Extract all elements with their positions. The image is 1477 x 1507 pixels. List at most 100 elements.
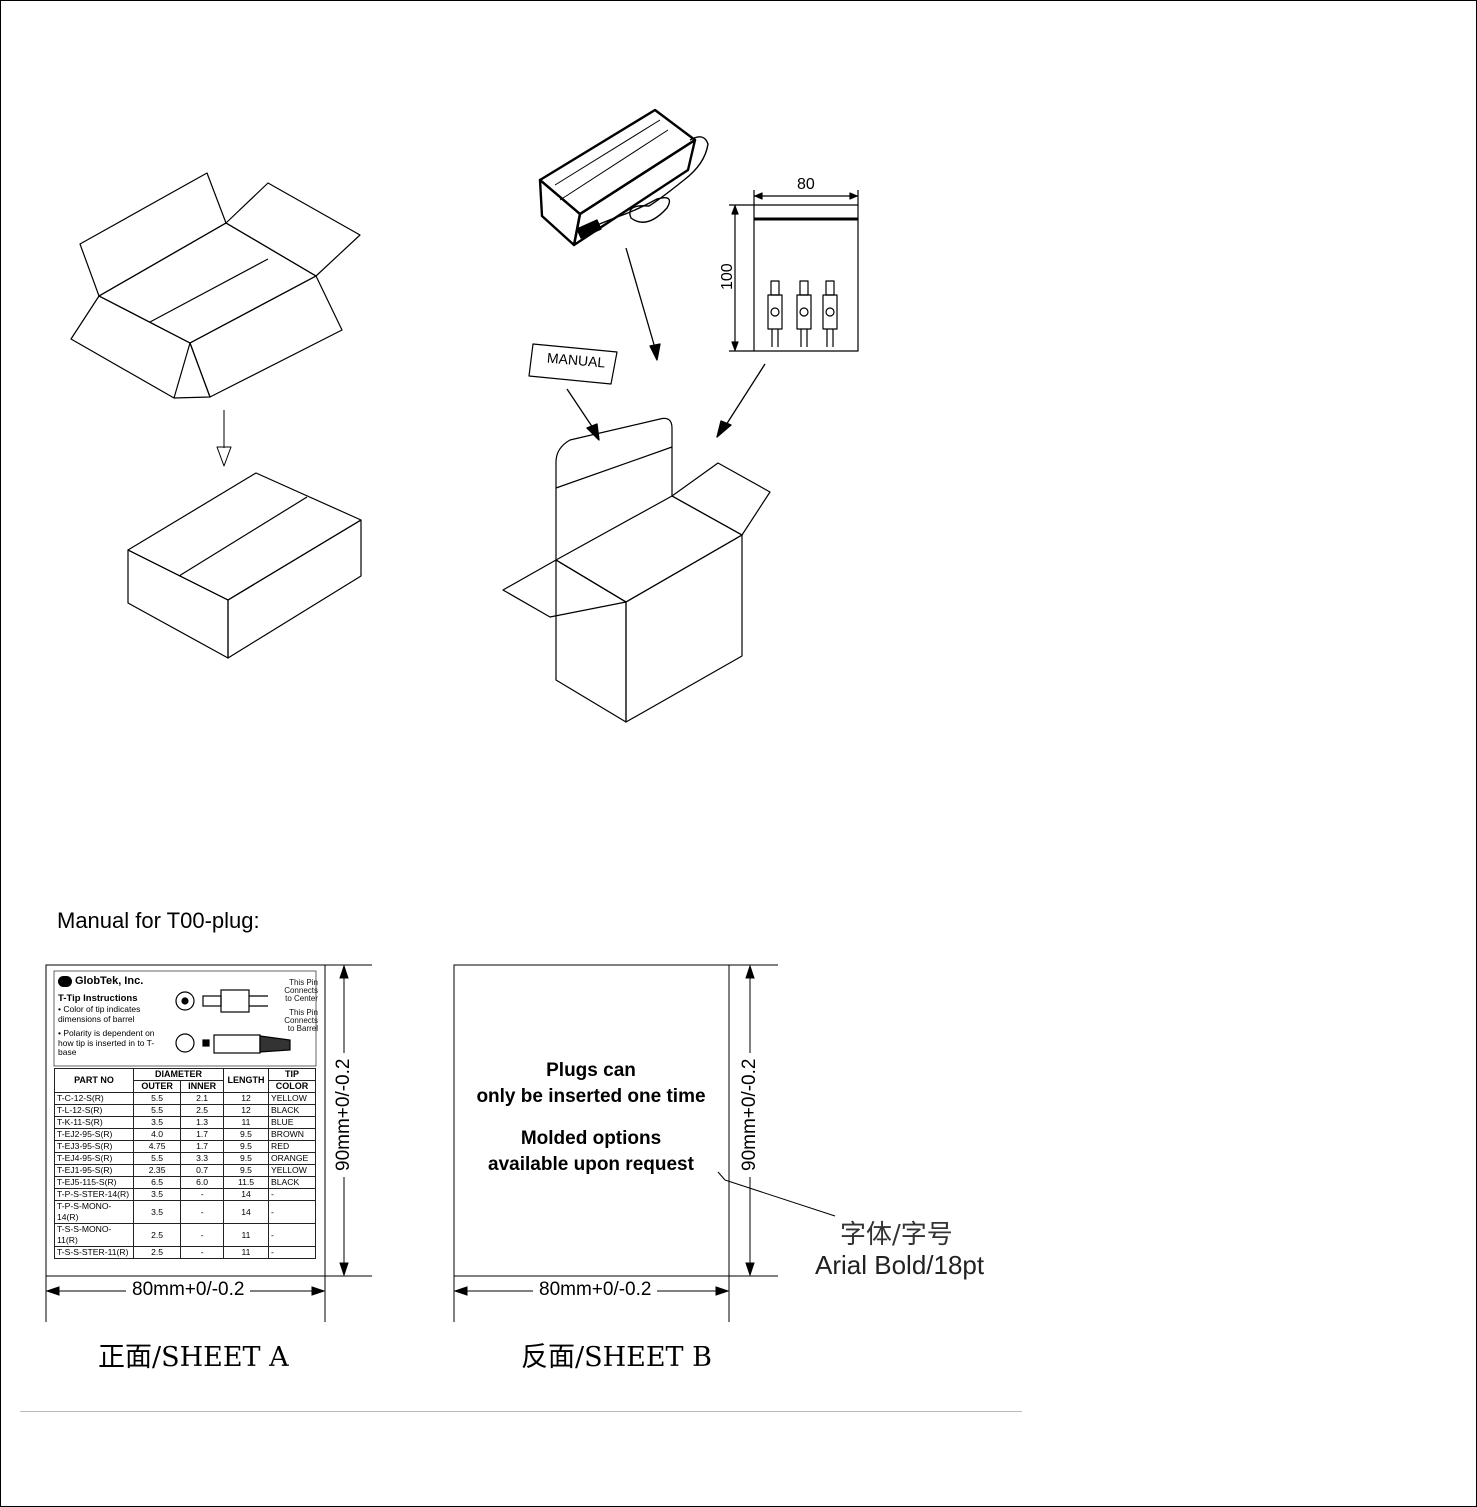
- sheet-b-line-4: available upon request: [488, 1154, 694, 1175]
- pin-barrel-note: This Pin Connects to Barrel: [284, 1008, 318, 1033]
- cell-outer: 3.5: [132, 1116, 182, 1129]
- sheet-a-width-dimension: 80mm+0/-0.2: [126, 1279, 251, 1301]
- cell-inner: 1.7: [180, 1140, 224, 1153]
- cell-length: 9.5: [223, 1140, 269, 1153]
- sheet-b-line-3: Molded options: [520, 1128, 662, 1149]
- cell-outer: 2.5: [132, 1246, 182, 1259]
- cell-part-no: T-EJ1-95-S(R): [54, 1164, 134, 1177]
- cell-color: YELLOW: [268, 1092, 316, 1105]
- t-tip-plug-1: [767, 280, 783, 347]
- power-adapter-drawing: [538, 108, 709, 247]
- pin-center-note: This Pin Connects to Center: [284, 978, 318, 1003]
- cell-outer: 6.5: [132, 1176, 182, 1189]
- manual-card-outline: [528, 343, 618, 385]
- cell-inner: 1.3: [180, 1116, 224, 1129]
- cell-length: 12: [223, 1104, 269, 1117]
- cell-length: 9.5: [223, 1152, 269, 1165]
- cell-color: -: [268, 1188, 316, 1201]
- down-arrow: [216, 410, 232, 467]
- cell-outer: 3.5: [132, 1200, 182, 1224]
- cell-part-no: T-S-S-STER-11(R): [54, 1246, 134, 1259]
- tip-table-grid: PART NO DIAMETER LENGTH TIP OUTER INNER …: [54, 1068, 316, 1259]
- col-outer: OUTER: [132, 1080, 182, 1093]
- cell-color: -: [268, 1246, 316, 1259]
- table-row: T-S-S-STER-11(R)2.5-11-: [54, 1246, 316, 1259]
- sheet-b-height-dimension: 90mm+0/-0.2: [739, 1052, 761, 1177]
- cell-part-no: T-K-11-S(R): [54, 1116, 134, 1129]
- table-row: T-P-S-MONO-14(R)3.5-14-: [54, 1200, 316, 1224]
- cell-outer: 5.5: [132, 1092, 182, 1105]
- table-row: T-S-S-MONO-11(R)2.5-11-: [54, 1223, 316, 1247]
- col-part-no: PART NO: [54, 1068, 134, 1093]
- zip-bag-drawing: [729, 190, 859, 352]
- cell-part-no: T-EJ2-95-S(R): [54, 1128, 134, 1141]
- cell-part-no: T-EJ3-95-S(R): [54, 1140, 134, 1153]
- col-diameter: DIAMETER: [133, 1068, 224, 1081]
- cell-length: 14: [223, 1200, 269, 1224]
- bottom-divider: [20, 1411, 1022, 1412]
- cell-inner: 6.0: [180, 1176, 224, 1189]
- cell-inner: 0.7: [180, 1164, 224, 1177]
- cell-length: 9.5: [223, 1128, 269, 1141]
- cell-length: 9.5: [223, 1164, 269, 1177]
- cell-part-no: T-EJ5-115-S(R): [54, 1176, 134, 1189]
- sheet-a-height-dimension: 90mm+0/-0.2: [333, 1052, 355, 1177]
- col-length: LENGTH: [223, 1068, 269, 1093]
- cell-outer: 4.75: [132, 1140, 182, 1153]
- tip-table: PART NO DIAMETER LENGTH TIP OUTER INNER …: [54, 1068, 316, 1259]
- cell-part-no: T-EJ4-95-S(R): [54, 1152, 134, 1165]
- open-carton-drawing: [70, 172, 361, 399]
- cell-part-no: T-L-12-S(R): [54, 1104, 134, 1117]
- cell-inner: 2.5: [180, 1104, 224, 1117]
- globtek-logo-mark: [58, 975, 72, 987]
- cell-outer: 5.5: [132, 1104, 182, 1117]
- cell-outer: 2.35: [132, 1164, 182, 1177]
- bag-width-label: 80: [797, 176, 815, 193]
- cell-color: BLACK: [268, 1176, 316, 1189]
- cell-outer: 3.5: [132, 1188, 182, 1201]
- font-note-spec: Arial Bold/18pt: [815, 1250, 985, 1280]
- cell-color: RED: [268, 1140, 316, 1153]
- tip-instructions-title: T-Tip Instructions: [58, 993, 138, 1004]
- cell-inner: 3.3: [180, 1152, 224, 1165]
- gift-box-drawing: [502, 417, 771, 723]
- cell-inner: -: [180, 1246, 224, 1259]
- cell-color: BLUE: [268, 1116, 316, 1129]
- globtek-logo: GlobTek, Inc.: [58, 975, 143, 987]
- cell-length: 14: [223, 1188, 269, 1201]
- t-tip-plug-3: [822, 280, 838, 347]
- cell-inner: -: [180, 1223, 224, 1247]
- table-row: T-P-S-STER-14(R)3.5-14-: [54, 1188, 316, 1201]
- cell-inner: -: [180, 1200, 224, 1224]
- cell-color: -: [268, 1200, 316, 1224]
- globtek-logo-text: GlobTek, Inc.: [75, 975, 144, 987]
- col-tip: TIP: [268, 1068, 316, 1081]
- col-color: COLOR: [268, 1080, 316, 1093]
- cell-color: YELLOW: [268, 1164, 316, 1177]
- cell-length: 11.5: [223, 1176, 269, 1189]
- insert-arrows: [566, 247, 766, 441]
- cell-inner: -: [180, 1188, 224, 1201]
- globtek-tip-diagram: [175, 989, 291, 1054]
- cell-part-no: T-C-12-S(R): [54, 1092, 134, 1105]
- sheet-b-line-1: Plugs can: [546, 1060, 636, 1081]
- cell-part-no: T-P-S-MONO-14(R): [54, 1200, 134, 1224]
- cell-outer: 4.0: [132, 1128, 182, 1141]
- cell-length: 12: [223, 1092, 269, 1105]
- t-tip-plug-2: [796, 280, 812, 347]
- cell-outer: 5.5: [132, 1152, 182, 1165]
- sheet-a-label: 正面/SHEET A: [98, 1342, 289, 1373]
- sheet-b-line-2: only be inserted one time: [476, 1086, 706, 1107]
- cell-color: BLACK: [268, 1104, 316, 1117]
- cell-color: ORANGE: [268, 1152, 316, 1165]
- sheet-b-label: 反面/SHEET B: [521, 1342, 712, 1373]
- cell-length: 11: [223, 1246, 269, 1259]
- tip-instruction-2: • Polarity is dependent on how tip is in…: [58, 1028, 155, 1057]
